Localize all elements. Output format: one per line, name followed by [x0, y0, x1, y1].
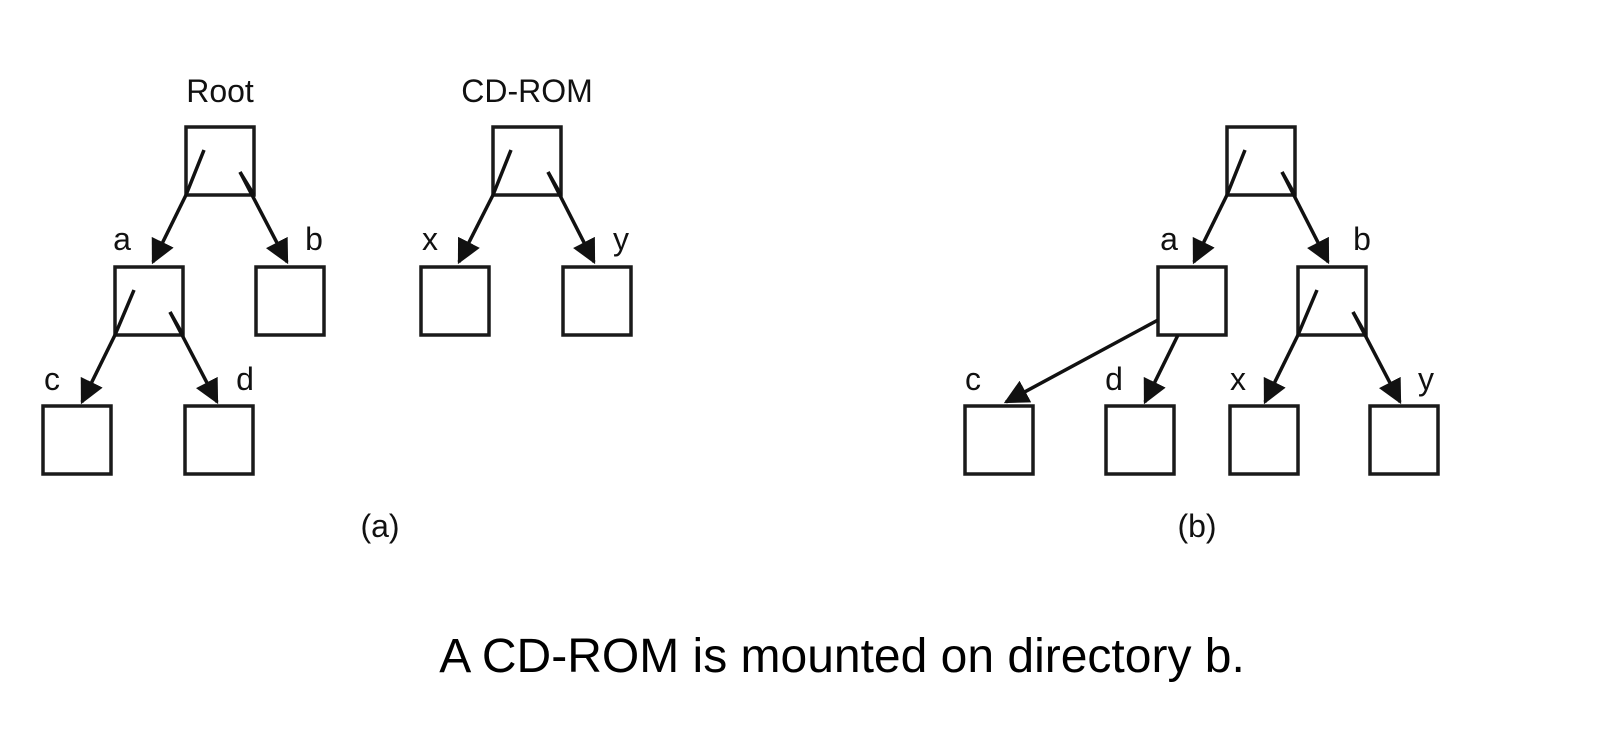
- directory-b-mount-point-node: [1296, 265, 1368, 337]
- subfigure-label-a: (a): [360, 508, 399, 544]
- root-label: Root: [186, 73, 254, 109]
- label-x: x: [1230, 361, 1246, 397]
- a-left-pointer: [113, 289, 136, 336]
- cdrom-label: CD-ROM: [461, 73, 593, 109]
- edge-a-to-c: [1003, 318, 1159, 404]
- edge-a-to-d: [1143, 334, 1180, 405]
- label-a: a: [1160, 221, 1178, 257]
- directory-b-node: [254, 265, 326, 337]
- label-c: c: [965, 361, 981, 397]
- label-a: a: [113, 221, 131, 257]
- edge-b-to-x: [1263, 334, 1300, 405]
- directory-a-node: [113, 265, 185, 337]
- file-y-node: [1368, 404, 1440, 476]
- file-c-node: [41, 404, 113, 476]
- root-directory-node: [184, 125, 256, 197]
- edge-root-to-b: [1280, 171, 1330, 265]
- label-b: b: [1353, 221, 1371, 257]
- figure-caption: A CD-ROM is mounted on directory b.: [439, 630, 1245, 683]
- cdrom-root-node: [491, 125, 563, 197]
- edge-cdrom-to-y: [546, 171, 596, 265]
- edge-root-to-a: [151, 194, 188, 265]
- root-directory-node: [1225, 125, 1297, 197]
- file-d-node: [183, 404, 255, 476]
- label-x: x: [422, 221, 438, 257]
- edge-cdrom-to-x: [457, 194, 495, 265]
- file-x-node: [1228, 404, 1300, 476]
- panel-b: a b c d x y (b): [963, 125, 1440, 544]
- cdrom-left-pointer: [491, 149, 513, 196]
- label-d: d: [236, 361, 254, 397]
- file-d-node: [1104, 404, 1176, 476]
- edge-b-to-y: [1351, 311, 1402, 405]
- panel-a: Root a b c d CD-ROM x y (a): [41, 73, 633, 544]
- label-y: y: [1418, 361, 1434, 397]
- edge-root-to-a: [1192, 194, 1229, 265]
- file-y-node: [561, 265, 633, 337]
- edge-a-to-d: [168, 311, 219, 405]
- file-x-node: [419, 265, 491, 337]
- root-left-pointer: [184, 149, 206, 196]
- label-d: d: [1105, 361, 1123, 397]
- subfigure-label-b: (b): [1177, 508, 1216, 544]
- label-b: b: [305, 221, 323, 257]
- edge-a-to-c: [80, 334, 117, 405]
- label-y: y: [613, 221, 629, 257]
- directory-a-node: [1156, 265, 1228, 337]
- edge-root-to-b: [238, 171, 289, 265]
- root-left-pointer: [1225, 149, 1247, 196]
- file-c-node: [963, 404, 1035, 476]
- b-left-pointer: [1296, 289, 1319, 336]
- label-c: c: [44, 361, 60, 397]
